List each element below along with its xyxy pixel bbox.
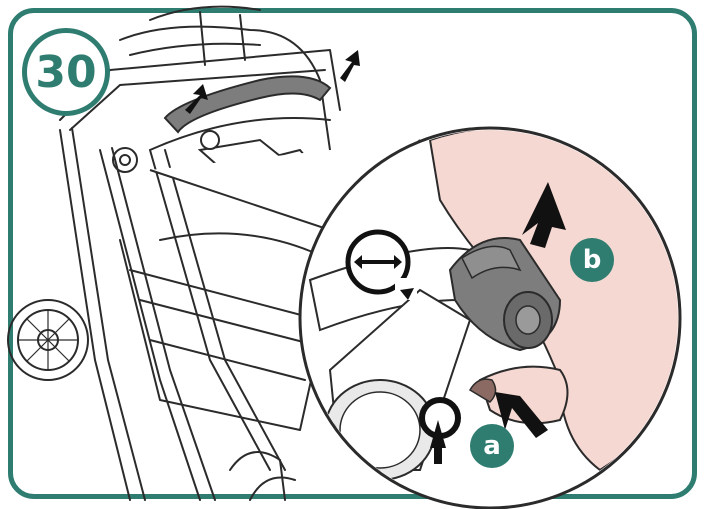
callout-b: b <box>570 238 614 282</box>
step-number: 30 <box>35 47 96 98</box>
callout-a-label: a <box>483 431 501 461</box>
bumper-bar <box>165 76 330 132</box>
arrow-up-icon <box>340 50 360 82</box>
step-number-badge: 30 <box>22 28 110 116</box>
callout-a: a <box>470 424 514 468</box>
callout-b-label: b <box>583 245 602 275</box>
